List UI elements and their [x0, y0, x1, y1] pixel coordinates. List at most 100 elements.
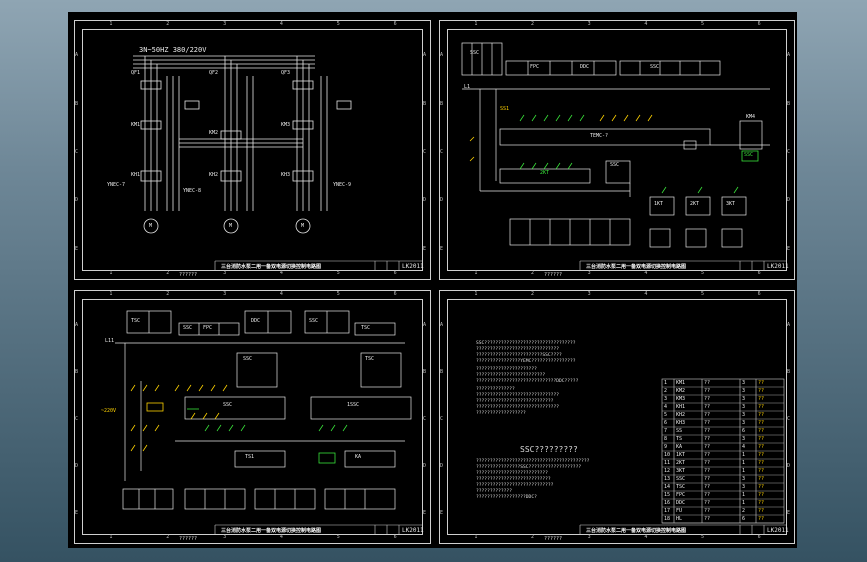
bom-cell: 3	[742, 412, 746, 418]
column-reference: 2	[166, 270, 170, 276]
bom-cell: ??	[758, 484, 765, 490]
column-reference: 2	[166, 534, 170, 540]
row-reference: A	[75, 52, 79, 59]
bom-cell: ??	[704, 404, 711, 410]
note-line: ??????????????????????????????	[476, 393, 559, 398]
control-label: SSC	[610, 162, 620, 168]
row-reference: A	[423, 52, 427, 59]
bom-cell: ??	[758, 508, 765, 514]
bom-cell: 3	[742, 436, 746, 442]
sheet-notes-and-bom[interactable]: SSC????????????????????????????????? ???…	[439, 290, 795, 544]
motor-label: M	[229, 223, 233, 229]
column-reference: 1	[474, 270, 478, 276]
bom-cell: ??	[704, 412, 711, 418]
note-line: ????????????????????????SSC????	[476, 353, 562, 358]
column-reference: 5	[336, 21, 340, 27]
bom-cell: 1	[742, 460, 746, 466]
component-label: QF1	[131, 70, 141, 76]
column-reference: 4	[644, 270, 648, 276]
bom-cell: KA	[676, 444, 683, 450]
bom-cell: ??	[704, 436, 711, 442]
column-reference: 6	[393, 534, 397, 540]
column-reference: 4	[279, 270, 283, 276]
note-line: SSC?????????????????????????????????	[476, 341, 576, 346]
control-label: KA	[355, 454, 362, 460]
component-label: QF2	[209, 70, 219, 76]
header-cell-label: SSC	[183, 325, 193, 331]
row-reference: A	[787, 321, 791, 328]
title-block-text: 三台消防水泵二用一备双电源切换控制电路图	[586, 528, 687, 534]
column-reference: 2	[531, 270, 535, 276]
bom-cell: 1	[742, 468, 746, 474]
note-line: ??????????????????DDC?	[476, 495, 537, 500]
column-reference: 1	[474, 291, 478, 297]
column-reference: 5	[336, 270, 340, 276]
bom-cell: 16	[664, 500, 671, 506]
column-reference: 6	[393, 291, 397, 297]
control-circuit-b-drawing	[115, 310, 423, 535]
bom-cell: ??	[704, 396, 711, 402]
row-reference: C	[75, 149, 79, 155]
row-reference: A	[75, 321, 79, 328]
component-label: KM3	[281, 122, 291, 128]
drawing-canvas[interactable]: 3N~50HZ 380/220V QF1 QF2 QF3 KM1 KM2 KM3…	[68, 12, 797, 548]
header-cell-label: DDC	[580, 64, 590, 70]
column-reference: 4	[279, 534, 283, 540]
row-reference: D	[440, 463, 444, 470]
bom-cell: 5	[664, 412, 668, 418]
column-reference: 3	[223, 270, 227, 276]
column-reference: 1	[474, 21, 478, 27]
row-reference: E	[787, 245, 791, 252]
note-line: ??????????????????????????????	[476, 405, 559, 410]
row-reference: E	[75, 510, 79, 517]
bom-cell: ??	[758, 404, 765, 410]
row-reference: E	[440, 245, 444, 252]
column-reference: 3	[587, 534, 591, 540]
bom-cell: ??	[758, 500, 765, 506]
column-reference: 3	[587, 270, 591, 276]
note-line: ?????????????????????????	[476, 373, 546, 378]
control-label: KM4	[746, 114, 756, 120]
sheet-control-circuit-a[interactable]: SSC FPC DDC SSC L1 TEMC-? SSC SS1 2KT SS…	[439, 20, 795, 280]
control-label: 1SSC	[347, 402, 360, 408]
bom-cell: 7	[664, 428, 668, 434]
sheet-control-circuit-b[interactable]: TSC SSC FPC DDC SSC TSC L11 ~220V SSC TS…	[74, 290, 431, 544]
row-reference: D	[75, 463, 79, 470]
component-label: YNEC-9	[333, 182, 352, 188]
bom-cell: 3KT	[676, 468, 686, 474]
bom-cell: ??	[758, 444, 765, 450]
note-line: ?????????????????????????????DDC?????	[476, 379, 579, 384]
column-reference: 6	[393, 21, 397, 27]
column-reference: 6	[757, 270, 761, 276]
column-reference: 4	[644, 291, 648, 297]
column-reference: 2	[166, 21, 170, 27]
column-reference: 2	[531, 291, 535, 297]
control-label: 3KT	[726, 201, 736, 207]
drawing-code: LK2011	[402, 263, 424, 270]
bom-cell: DDC	[676, 500, 686, 506]
row-reference: B	[75, 100, 79, 107]
bom-cell: ??	[758, 436, 765, 442]
note-line: ???????????????????????????	[476, 477, 551, 482]
row-reference: C	[440, 416, 444, 422]
bom-cell: ??	[758, 428, 765, 434]
sheet-main-circuit[interactable]: 3N~50HZ 380/220V QF1 QF2 QF3 KM1 KM2 KM3…	[74, 20, 431, 280]
component-label: YNEC-7	[107, 182, 126, 188]
column-reference: 1	[109, 270, 113, 276]
bom-cell: ??	[704, 484, 711, 490]
bom-cell: ??	[704, 444, 711, 450]
supply-label: 3N~50HZ 380/220V	[139, 46, 207, 54]
component-label: KM2	[209, 130, 219, 136]
bom-cell: 3	[742, 380, 746, 386]
bom-cell: ??	[758, 388, 765, 394]
column-reference: 1	[474, 534, 478, 540]
row-reference: E	[787, 510, 791, 517]
component-label: KH3	[281, 172, 291, 178]
control-label: TEMC-?	[590, 133, 609, 139]
row-reference: C	[75, 416, 79, 422]
bom-cell: 1	[742, 500, 746, 506]
row-reference: B	[787, 368, 791, 375]
row-reference: D	[787, 197, 791, 204]
column-reference: 2	[531, 534, 535, 540]
column-reference: 5	[701, 270, 705, 276]
